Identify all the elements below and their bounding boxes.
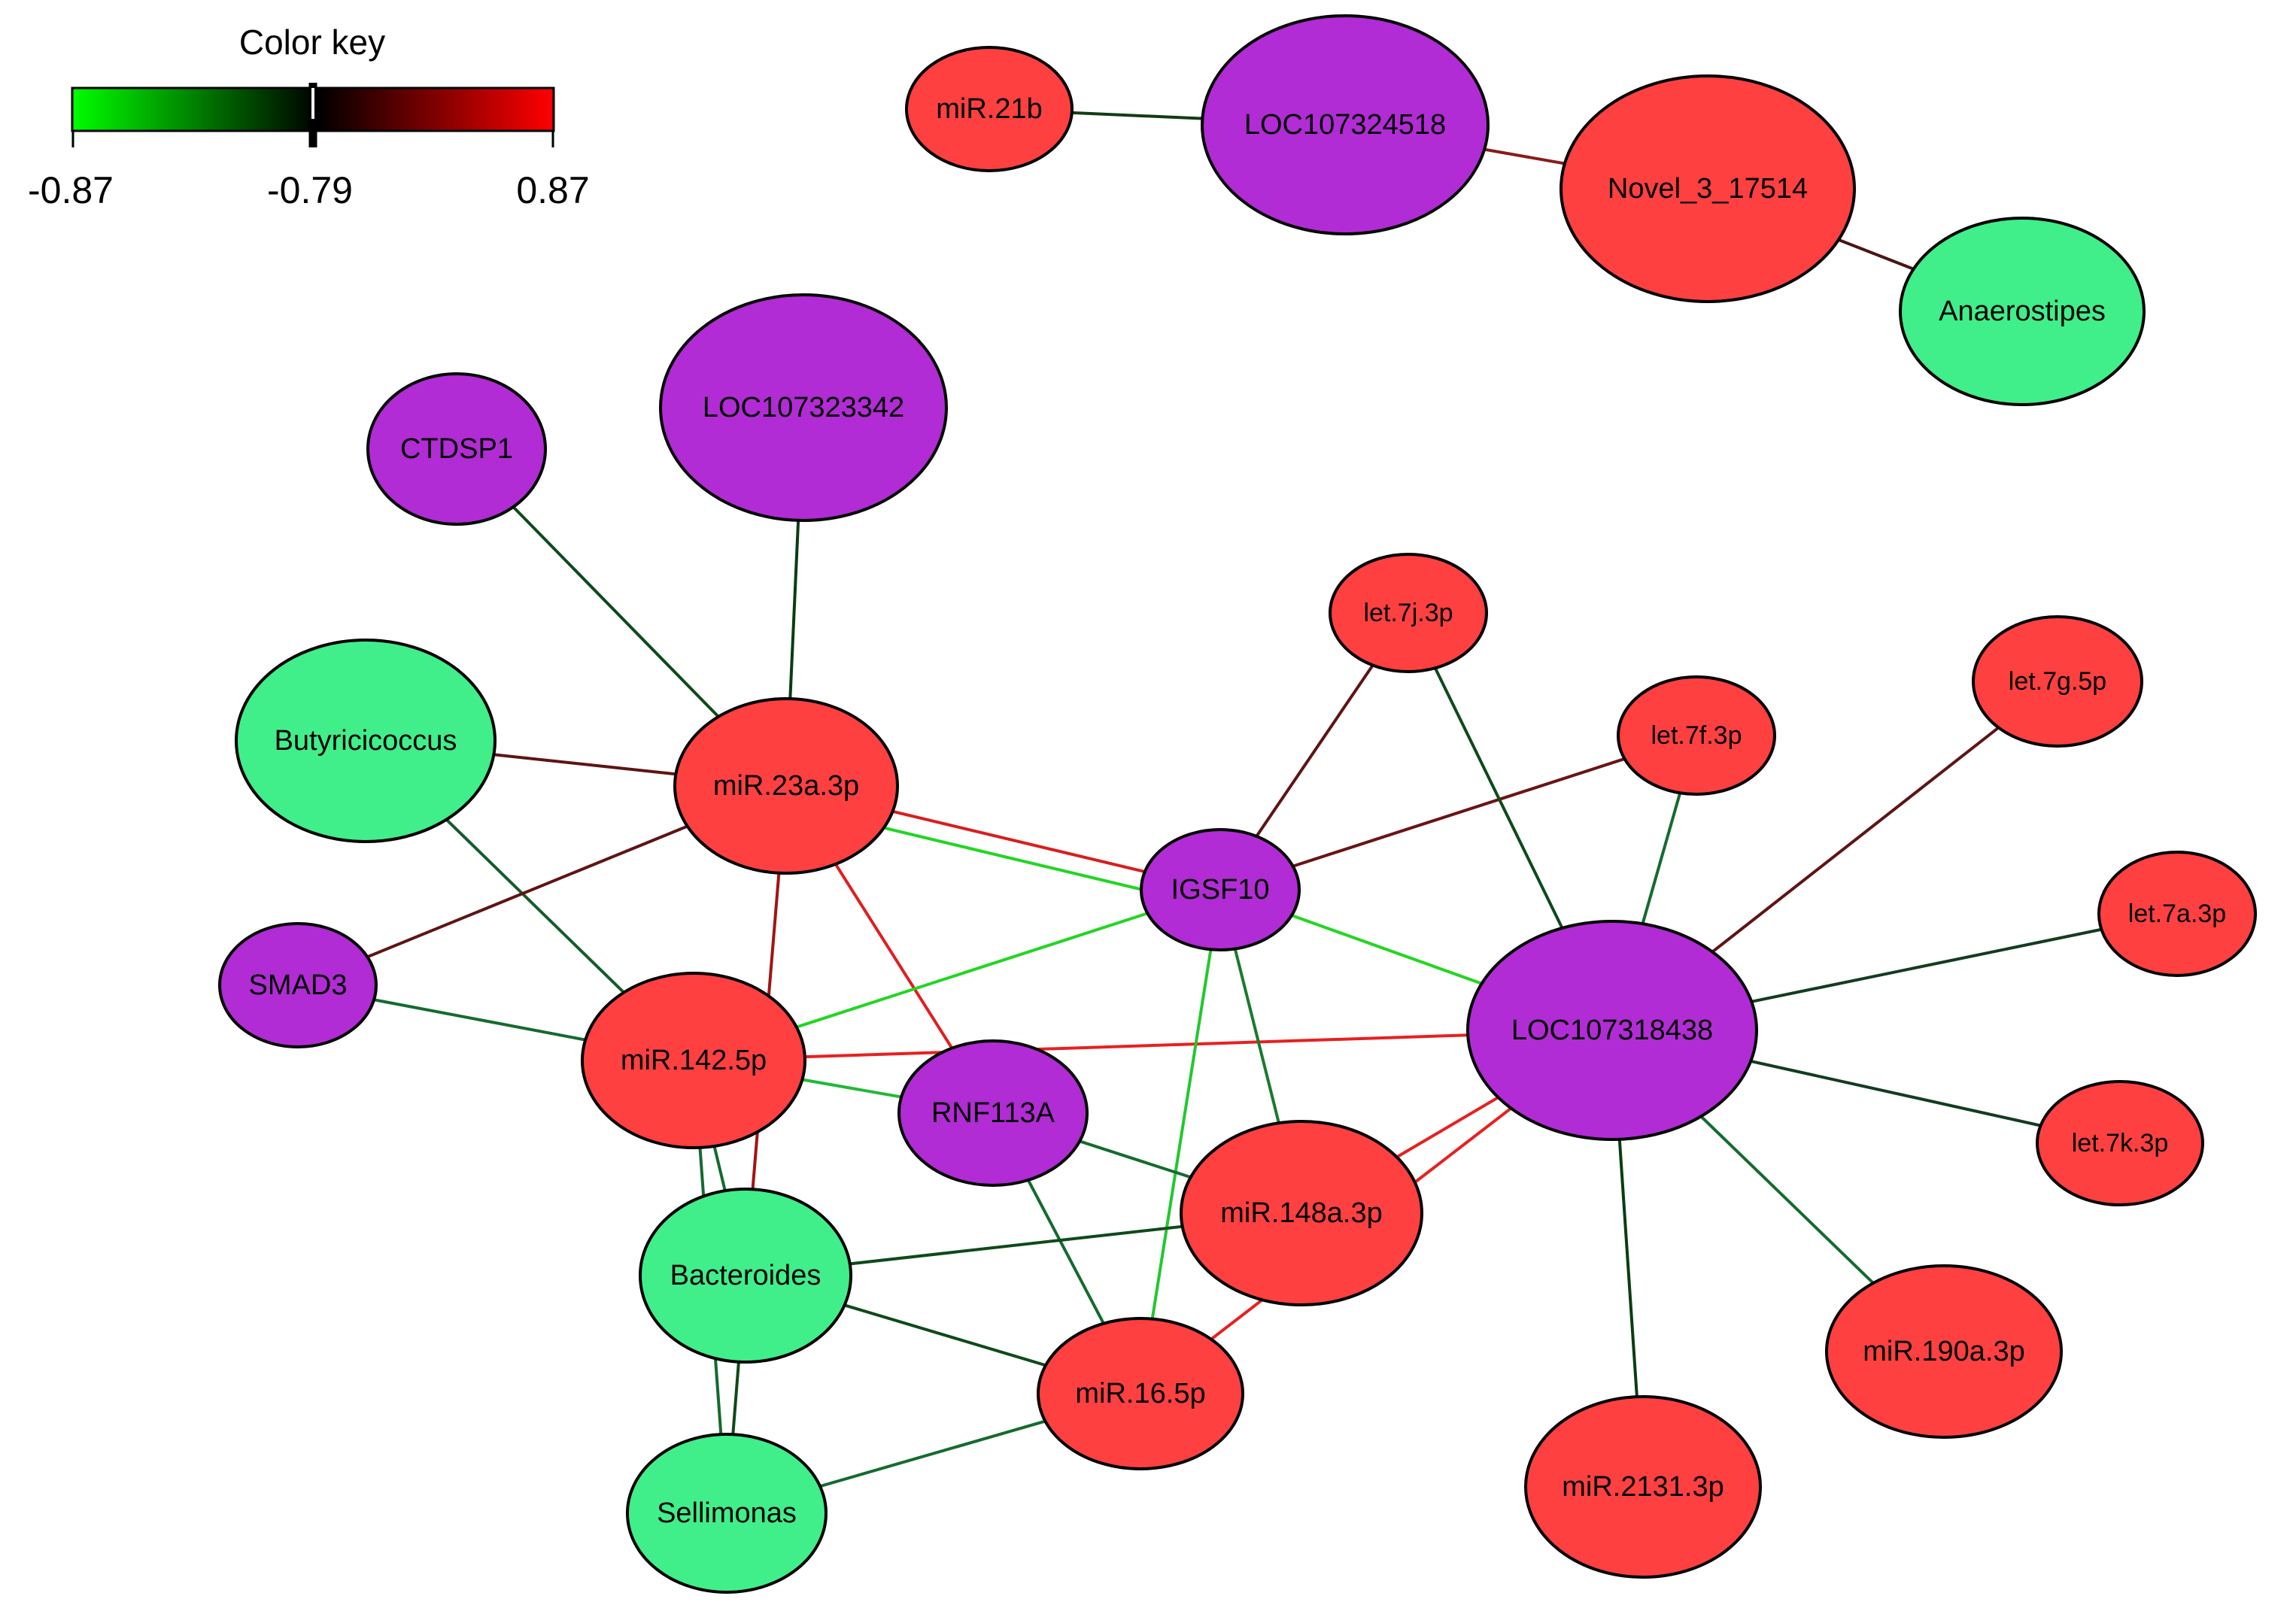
- node-label-mir-148a-3p: miR.148a.3p: [1220, 1197, 1382, 1229]
- node-butyricicoccus[interactable]: Butyricicoccus: [235, 639, 497, 843]
- node-shape-let-7f-3p: [1617, 675, 1776, 796]
- node-let-7j-3p[interactable]: let.7j.3p: [1329, 553, 1488, 673]
- node-shape-loc107323342: [659, 293, 948, 522]
- node-label-igsf10: IGSF10: [1171, 874, 1270, 906]
- node-ctdsp1[interactable]: CTDSP1: [366, 372, 547, 526]
- edge-igsf10-to-mir-16-5p: [1139, 889, 1222, 1394]
- node-loc107318438[interactable]: LOC107318438: [1466, 920, 1758, 1141]
- node-shape-smad3: [218, 922, 378, 1048]
- node-igsf10[interactable]: IGSF10: [1140, 828, 1301, 951]
- color-key-legend: Color key -0.87 -0.79 0.87: [28, 23, 590, 211]
- node-label-mir-16-5p: miR.16.5p: [1075, 1378, 1205, 1409]
- node-shape-mir-190a-3p: [1825, 1264, 2063, 1439]
- node-label-mir-142-5p: miR.142.5p: [621, 1045, 767, 1076]
- edge-igsf10-to-let-7f-3p: [1219, 734, 1697, 891]
- node-let-7a-3p[interactable]: let.7a.3p: [2097, 851, 2257, 977]
- node-let-7k-3p[interactable]: let.7k.3p: [2036, 1080, 2204, 1206]
- node-shape-let-7k-3p: [2036, 1080, 2204, 1206]
- node-label-mir-21b: miR.21b: [936, 93, 1043, 125]
- node-smad3[interactable]: SMAD3: [218, 922, 378, 1048]
- color-key-max-label: 0.87: [516, 169, 589, 211]
- node-let-7f-3p[interactable]: let.7f.3p: [1617, 675, 1776, 796]
- color-key-min-label: -0.87: [28, 169, 114, 211]
- color-key-title: Color key: [239, 23, 385, 62]
- node-rnf113a[interactable]: RNF113A: [897, 1039, 1089, 1187]
- node-label-novel-3-17514: Novel_3_17514: [1608, 173, 1808, 205]
- node-shape-mir-148a-3p: [1180, 1120, 1423, 1306]
- node-label-mir-190a-3p: miR.190a.3p: [1863, 1336, 2024, 1367]
- node-anaerostipes[interactable]: Anaerostipes: [1899, 217, 2146, 406]
- node-let-7g-5p[interactable]: let.7g.5p: [1972, 615, 2143, 748]
- node-shape-mir-21b: [905, 46, 1074, 172]
- node-mir-190a-3p[interactable]: miR.190a.3p: [1825, 1264, 2063, 1439]
- node-shape-igsf10: [1140, 828, 1301, 951]
- node-label-butyricicoccus: Butyricicoccus: [275, 725, 457, 757]
- node-mir-2131-3p[interactable]: miR.2131.3p: [1524, 1395, 1762, 1579]
- node-label-ctdsp1: CTDSP1: [400, 433, 513, 465]
- node-label-let-7a-3p: let.7a.3p: [2128, 900, 2226, 928]
- node-shape-mir-2131-3p: [1524, 1395, 1762, 1579]
- node-shape-sellimonas: [626, 1433, 828, 1594]
- node-label-loc107318438: LOC107318438: [1511, 1015, 1713, 1046]
- node-shape-mir-23a-3p: [673, 697, 899, 875]
- node-shape-ctdsp1: [366, 372, 547, 526]
- node-label-bacteroides: Bacteroides: [670, 1260, 822, 1291]
- node-shape-loc107318438: [1466, 920, 1758, 1141]
- node-mir-148a-3p[interactable]: miR.148a.3p: [1180, 1120, 1423, 1306]
- node-label-mir-23a-3p: miR.23a.3p: [713, 770, 859, 802]
- node-label-let-7j-3p: let.7j.3p: [1363, 599, 1453, 627]
- node-mir-23a-3p[interactable]: miR.23a.3p: [673, 697, 899, 875]
- node-mir-142-5p[interactable]: miR.142.5p: [581, 972, 806, 1149]
- node-shape-rnf113a: [897, 1039, 1089, 1187]
- node-loc107324518[interactable]: LOC107324518: [1201, 14, 1490, 235]
- node-shape-anaerostipes: [1899, 217, 2146, 406]
- node-bacteroides[interactable]: Bacteroides: [639, 1188, 852, 1364]
- node-shape-bacteroides: [639, 1188, 852, 1364]
- node-novel-3-17514[interactable]: Novel_3_17514: [1560, 74, 1856, 303]
- node-label-let-7k-3p: let.7k.3p: [2072, 1129, 2169, 1157]
- node-sellimonas[interactable]: Sellimonas: [626, 1433, 828, 1594]
- node-label-smad3: SMAD3: [249, 969, 348, 1001]
- node-shape-butyricicoccus: [235, 639, 497, 843]
- node-label-mir-2131-3p: miR.2131.3p: [1562, 1471, 1724, 1503]
- node-shape-let-7a-3p: [2097, 851, 2257, 977]
- node-shape-mir-16-5p: [1037, 1317, 1244, 1470]
- node-label-anaerostipes: Anaerostipes: [1939, 296, 2106, 327]
- node-loc107323342[interactable]: LOC107323342: [659, 293, 948, 522]
- node-shape-mir-142-5p: [581, 972, 806, 1149]
- color-key-mid-label: -0.79: [267, 169, 353, 211]
- node-shape-loc107324518: [1201, 14, 1490, 235]
- node-mir-16-5p[interactable]: miR.16.5p: [1037, 1317, 1244, 1470]
- node-label-sellimonas: Sellimonas: [657, 1497, 797, 1529]
- node-label-let-7g-5p: let.7g.5p: [2009, 667, 2106, 696]
- node-shape-novel-3-17514: [1560, 74, 1856, 303]
- node-label-loc107324518: LOC107324518: [1244, 109, 1446, 141]
- node-shape-let-7g-5p: [1972, 615, 2143, 748]
- edge-mir-142-5p-to-loc107318438: [693, 1029, 1613, 1062]
- node-label-rnf113a: RNF113A: [931, 1097, 1055, 1129]
- node-label-loc107323342: LOC107323342: [703, 392, 904, 423]
- node-shape-let-7j-3p: [1329, 553, 1488, 673]
- node-label-let-7f-3p: let.7f.3p: [1651, 721, 1742, 750]
- node-mir-21b[interactable]: miR.21b: [905, 46, 1074, 172]
